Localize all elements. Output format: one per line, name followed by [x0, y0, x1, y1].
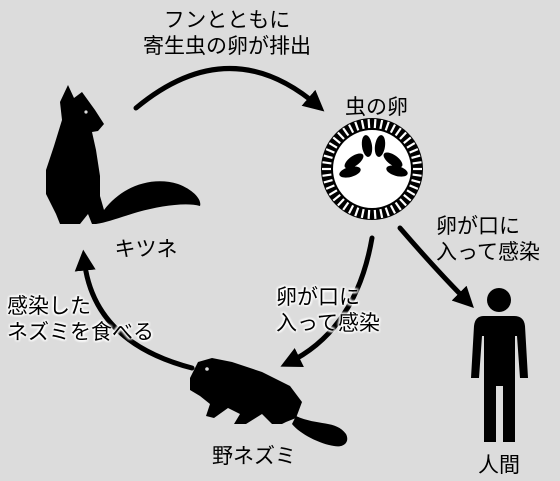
egg-shell-tick [354, 207, 360, 217]
label-fox: キツネ [114, 237, 178, 261]
label-human: 人間 [478, 453, 520, 477]
egg-shell-tick [406, 142, 416, 149]
label-egg-to-rat: 卵が口に 入って感染 [276, 284, 380, 336]
egg-shell-tick [394, 127, 402, 137]
egg-shell-tick [373, 209, 377, 219]
egg-shell-tick [373, 119, 377, 129]
label-egg-to-rat-line2: 入って感染 [276, 311, 380, 335]
egg-shell-tick [342, 201, 350, 211]
label-fox-to-egg: フンとともに 寄生虫の卵が排出 [112, 7, 342, 59]
egg-shell-tick [325, 184, 335, 190]
label-egg-to-human-line2: 入って感染 [436, 240, 540, 264]
egg-shell-tick [394, 201, 402, 211]
egg-shell-tick [342, 127, 350, 137]
parasite-egg-icon [321, 118, 423, 220]
egg-shell-tick [354, 121, 360, 131]
label-egg-to-rat-line1: 卵が口に [276, 285, 360, 309]
egg-shell-tick [322, 161, 332, 165]
human-icon [471, 288, 528, 442]
egg-shell-tick [360, 119, 365, 130]
egg-shell-tick [412, 173, 422, 177]
egg-shell-tick [332, 194, 341, 202]
egg-shell-tick [379, 208, 384, 219]
egg-shell-tick [384, 121, 390, 131]
egg-shell-tick [325, 148, 335, 154]
egg-shell-tick [384, 207, 390, 217]
arrow-fox-to-egg [133, 66, 325, 112]
egg-shell-tick [328, 189, 338, 196]
arrow-egg-to-human [397, 225, 474, 308]
egg-shell-tick [328, 142, 338, 149]
egg-shell-tick [367, 209, 371, 219]
egg-shell-tick [411, 179, 421, 184]
label-rat: 野ネズミ [212, 444, 296, 468]
egg-shell-tick [412, 161, 422, 165]
egg-shell-tick [409, 148, 419, 154]
label-egg-to-human-line1: 卵が口に [436, 214, 520, 238]
egg-shell-tick [348, 124, 355, 134]
label-fox-to-egg-line1: フンとともに [163, 8, 291, 32]
label-egg-to-human: 卵が口に 入って感染 [436, 213, 540, 265]
egg-shell-tick [379, 119, 384, 130]
egg-shell-tick [403, 136, 412, 144]
label-egg: 虫の卵 [345, 95, 408, 119]
egg-shell-tick [411, 154, 421, 159]
egg-shell-tick [332, 136, 341, 144]
egg-shell-tick [348, 204, 355, 214]
egg-shell-tick [360, 208, 365, 219]
label-rat-to-fox-line2: ネズミを食べる [7, 320, 154, 344]
egg-shell-tick [403, 194, 412, 202]
label-rat-to-fox-line1: 感染した [7, 294, 91, 318]
egg-shell-tick [389, 124, 396, 134]
arrows [74, 66, 474, 371]
arrow-egg-to-rat [280, 235, 375, 367]
label-fox-to-egg-line2: 寄生虫の卵が排出 [143, 34, 311, 58]
egg-shell-tick [367, 119, 371, 129]
label-rat-to-fox: 感染した ネズミを食べる [7, 293, 154, 345]
egg-shell-tick [406, 189, 416, 196]
fox-icon [46, 85, 201, 224]
egg-shell-tick [322, 173, 332, 177]
egg-shell-tick [323, 154, 333, 159]
egg-shell-tick [337, 131, 345, 140]
egg-shell-tick [389, 204, 396, 214]
rat-icon [190, 358, 348, 447]
egg-shell-tick [399, 198, 407, 207]
egg-shell-tick [337, 198, 345, 207]
egg-shell-tick [399, 131, 407, 140]
arrow-rat-to-fox [74, 249, 195, 371]
egg-shell-tick [323, 179, 333, 184]
egg-shell-tick [409, 184, 419, 190]
